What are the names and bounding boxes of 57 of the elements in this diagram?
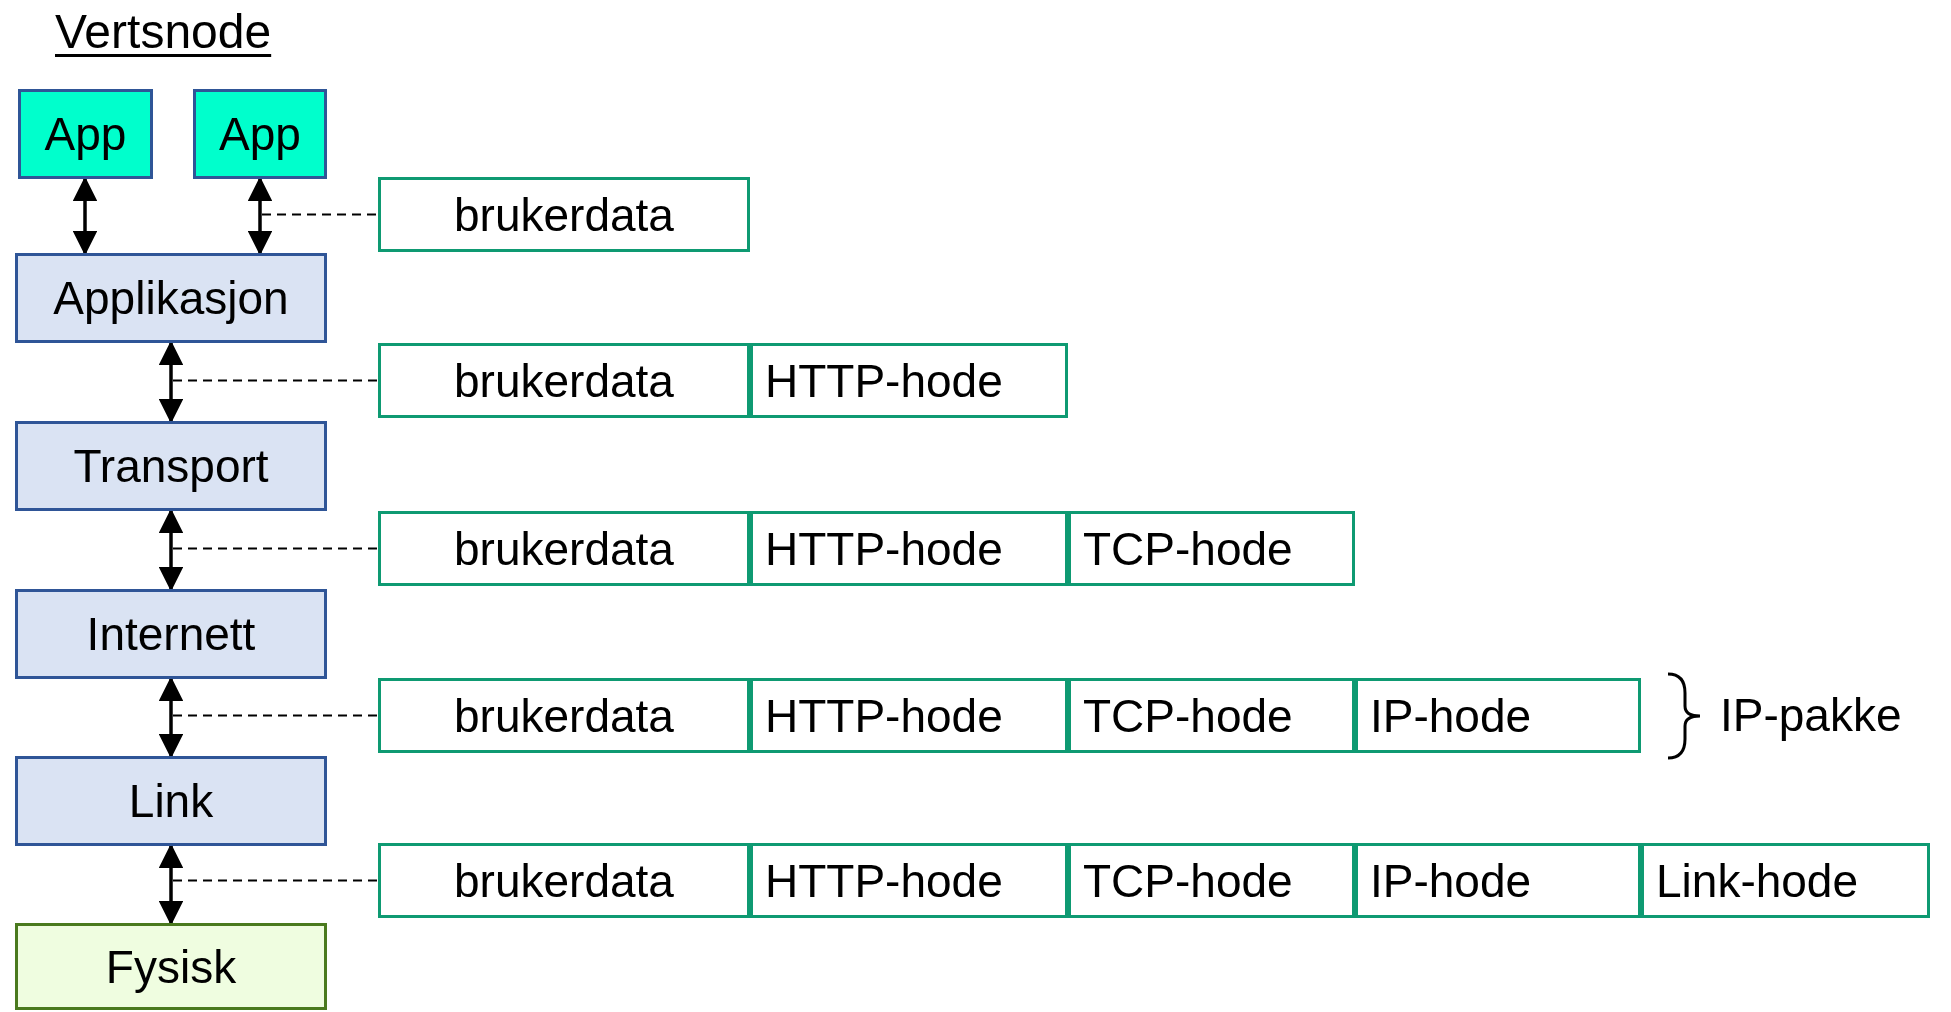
box-label: brukerdata [454,853,674,908]
layer-box [15,923,327,1010]
dashed-connector [172,379,379,382]
box-label: App [44,107,127,161]
box-label: HTTP-hode [765,853,1003,908]
box-label: brukerdata [454,353,674,408]
header-segment [750,511,1068,586]
box-label: HTTP-hode [765,353,1003,408]
header-segment [750,678,1068,753]
header-segment [1068,678,1355,753]
header-segment [750,343,1068,418]
payload-segment [378,177,750,252]
box-label: brukerdata [454,187,674,242]
box-label: HTTP-hode [765,521,1003,576]
header-segment [1355,843,1641,918]
box-label: HTTP-hode [765,688,1003,743]
header-segment [1068,843,1355,918]
header-segment [1641,843,1930,918]
box-label: Applikasjon [53,271,289,325]
box-label: App [219,107,301,161]
layer-box [15,253,327,343]
dashed-connector [172,547,379,550]
box-label: TCP-hode [1083,853,1293,908]
dashed-connector [261,213,379,216]
box-label: Internett [86,607,256,661]
payload-segment [378,678,750,753]
dashed-connector [172,879,379,882]
app-box [18,89,153,179]
box-label: Link [128,774,214,828]
dashed-connector [172,714,379,717]
double-arrow [158,843,184,926]
double-arrow [158,340,184,424]
header-segment [750,843,1068,918]
box-label: TCP-hode [1083,688,1293,743]
double-arrow [158,508,184,592]
bracket-label: IP-pakke [1720,688,1902,742]
box-label: Fysisk [105,939,237,994]
box-label: TCP-hode [1083,521,1293,576]
payload-segment [378,343,750,418]
layer-box [15,589,327,679]
double-arrow [72,176,98,256]
box-label: IP-hode [1370,688,1532,743]
heading: Vertsnode [55,4,272,59]
double-arrow [158,676,184,759]
layer-box [15,756,327,846]
header-segment [1068,511,1355,586]
header-segment [1355,678,1641,753]
app-box [193,89,327,179]
box-label: Link-hode [1656,853,1859,908]
layer-box [15,421,327,511]
box-label: Transport [73,439,269,493]
box-label: IP-hode [1370,853,1532,908]
box-label: brukerdata [454,688,674,743]
payload-segment [378,843,750,918]
double-arrow [247,176,273,256]
payload-segment [378,511,750,586]
box-label: brukerdata [454,521,674,576]
